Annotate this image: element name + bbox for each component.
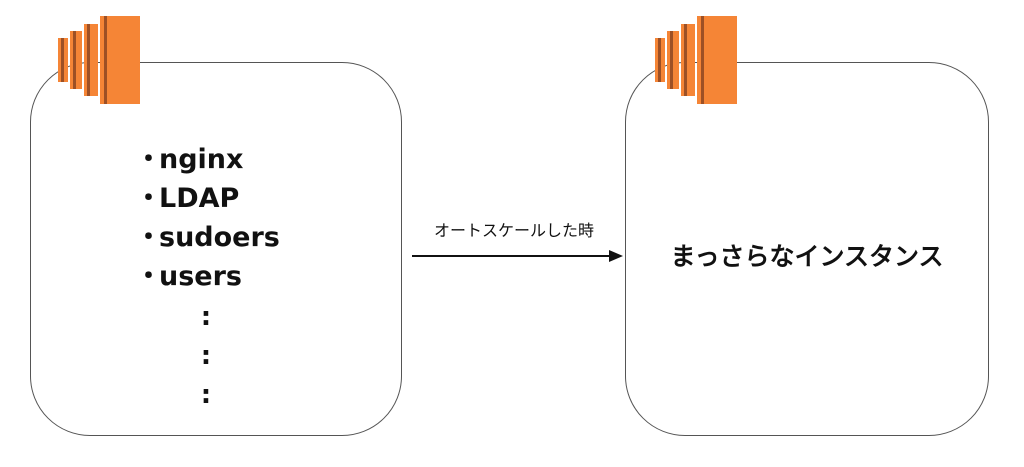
right-arrow-icon	[412, 250, 623, 262]
list-item: ・ nginx	[135, 140, 280, 179]
list-item: ・ users	[135, 257, 280, 296]
transition-label: オートスケールした時	[433, 221, 594, 240]
continuation-dots: :	[200, 380, 212, 410]
ec2-instance-icon	[58, 16, 140, 104]
bullet: ・	[135, 261, 162, 292]
list-item-label: sudoers	[159, 222, 280, 253]
list-item-label: LDAP	[159, 183, 240, 214]
new-instance-box	[625, 62, 989, 436]
bullet: ・	[135, 222, 162, 253]
bullet: ・	[135, 144, 162, 175]
continuation-dots: :	[200, 341, 212, 371]
bullet: ・	[135, 183, 162, 214]
configuration-list: ・ nginx ・ LDAP ・ sudoers ・ users	[135, 140, 280, 296]
new-instance-label: まっさらなインスタンス	[670, 242, 944, 271]
ec2-instance-icon	[655, 16, 737, 104]
source-instance-box	[30, 62, 402, 436]
continuation-dots: :	[200, 302, 212, 332]
list-item: ・ LDAP	[135, 179, 280, 218]
list-item-label: nginx	[159, 144, 244, 175]
list-item-label: users	[159, 261, 242, 292]
list-item: ・ sudoers	[135, 218, 280, 257]
